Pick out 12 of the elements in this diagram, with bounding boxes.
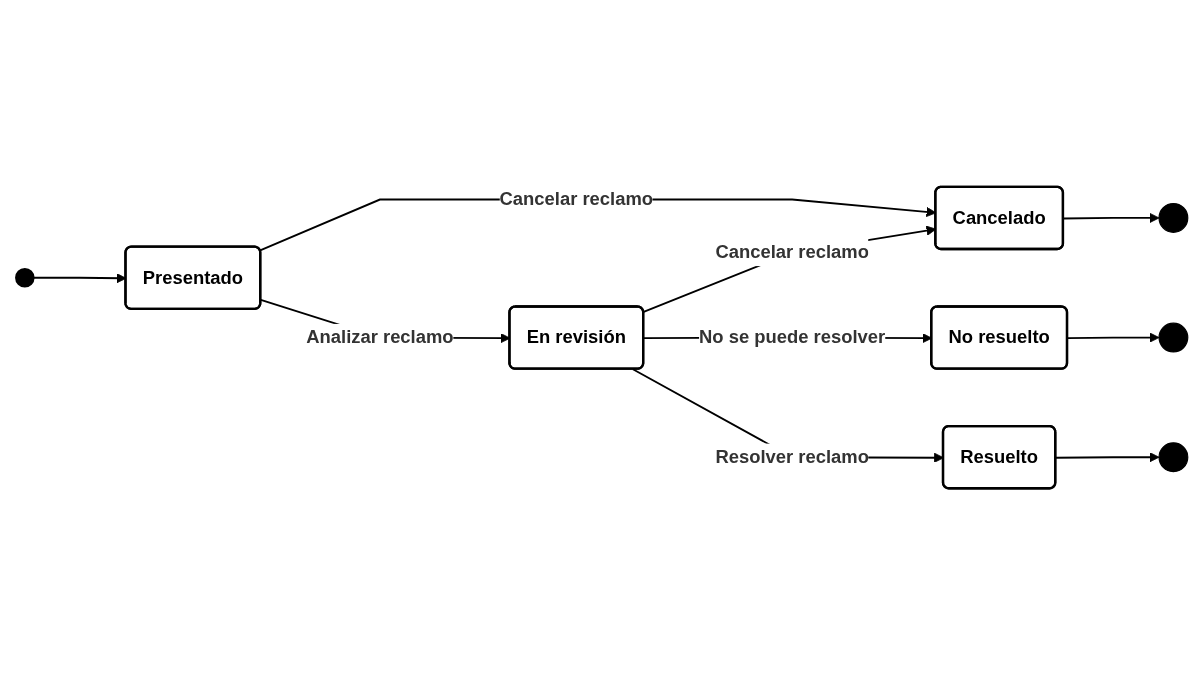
edge-label: Analizar reclamo — [305, 326, 454, 347]
edge-label: Cancelar reclamo — [714, 241, 869, 262]
arrow — [1054, 451, 1159, 462]
edge-label: No se puede resolver — [698, 326, 885, 347]
node-circle — [1157, 322, 1188, 353]
node-circle — [1157, 202, 1188, 233]
arrow — [1066, 332, 1159, 343]
edge-label: Cancelar reclamo — [499, 188, 653, 209]
node-circle — [1157, 441, 1188, 472]
arrow — [1062, 212, 1159, 223]
edge-label: Resolver reclamo — [714, 446, 869, 466]
node-circle — [14, 267, 35, 288]
